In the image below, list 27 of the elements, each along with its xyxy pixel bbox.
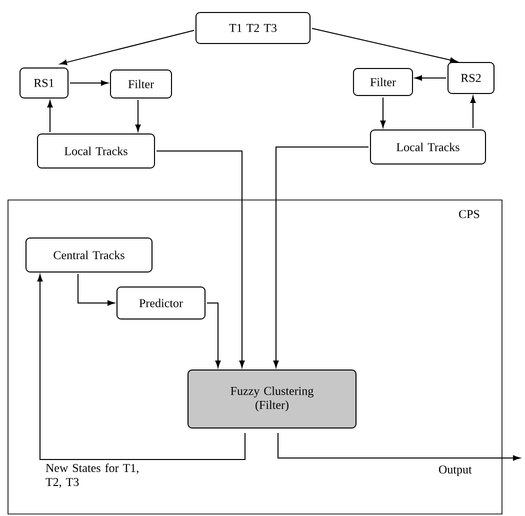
- arrow: [70, 80, 108, 86]
- arrow: [156, 150, 245, 368]
- edge-label: New States for T1, T2, T3: [46, 464, 138, 488]
- process-box: Local Tracks: [370, 130, 486, 164]
- process-box: RS1: [20, 68, 68, 98]
- edge-label: Output: [438, 465, 472, 476]
- arrow: [380, 97, 386, 128]
- process-box: Predictor: [116, 286, 206, 320]
- arrow: [206, 302, 221, 368]
- process-box: Central Tracks: [26, 238, 152, 272]
- panel-label: CPS: [459, 210, 480, 218]
- process-box: T1 T2 T3: [196, 12, 310, 44]
- arrow: [273, 146, 369, 368]
- process-box: Filter: [353, 68, 413, 96]
- arrow: [60, 30, 195, 66]
- arrow: [135, 100, 141, 132]
- arrow: [37, 274, 246, 460]
- process-box: Filter: [110, 70, 172, 98]
- process-box: RS2: [448, 62, 494, 94]
- arrow: [78, 274, 115, 306]
- arrow: [278, 432, 520, 461]
- arrow: [414, 75, 446, 81]
- process-box: Fuzzy Clustering (Filter): [188, 370, 356, 428]
- arrow: [470, 96, 476, 128]
- process-box: Local Tracks: [37, 134, 155, 168]
- arrow: [47, 100, 53, 132]
- arrow: [311, 28, 458, 63]
